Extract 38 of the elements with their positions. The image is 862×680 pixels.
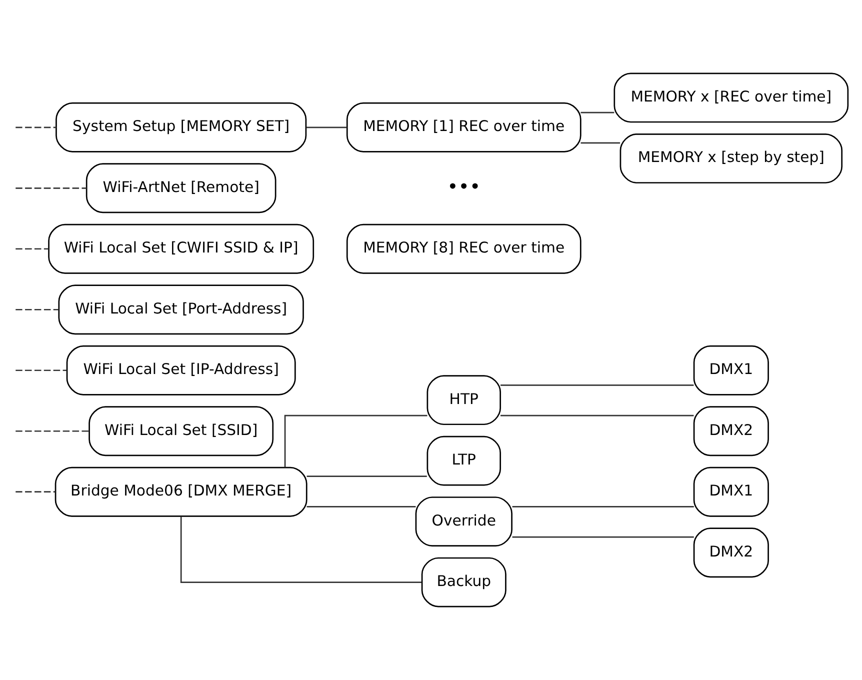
node-box: DMX1 [693,345,769,396]
connector [306,476,427,477]
node-box: Backup [421,557,506,608]
connector [16,308,59,310]
node-box: DMX2 [693,528,769,578]
node-box: DMX1 [693,466,769,517]
node-box: MEMORY [8] REC over time [346,224,582,274]
node-box: MEMORY [1] REC over time [346,102,582,152]
connector [16,491,56,493]
node-box: WiFi Local Set [IP-Address] [66,345,296,396]
connector [180,516,422,583]
connector [500,414,694,416]
connector [500,384,694,386]
connector [512,506,694,508]
label: ••• [447,176,481,198]
connector [580,142,620,144]
connector [512,536,694,538]
connector [16,430,90,432]
node-box: WiFi Local Set [SSID] [88,406,274,456]
connector [306,506,416,508]
node-box: Override [415,496,512,547]
node-box: Bridge Mode06 [DMX MERGE] [54,466,308,517]
connector [306,126,347,128]
connector [580,112,614,114]
node-box: WiFi Local Set [Port-Address] [58,284,304,335]
node-box: MEMORY x [step by step] [620,133,843,184]
node-box: DMX2 [693,406,769,456]
connector [16,126,56,128]
connector [284,414,428,468]
node-box: System Setup [MEMORY SET] [56,102,307,152]
connector [16,370,67,372]
node-box: LTP [426,436,501,486]
connector [16,187,86,189]
node-box: MEMORY x [REC over time] [614,72,849,123]
node-box: WiFi-ArtNet [Remote] [86,163,276,214]
connector [16,248,49,250]
node-box: WiFi Local Set [CWIFI SSID & IP] [48,224,314,274]
node-box: HTP [426,375,501,426]
